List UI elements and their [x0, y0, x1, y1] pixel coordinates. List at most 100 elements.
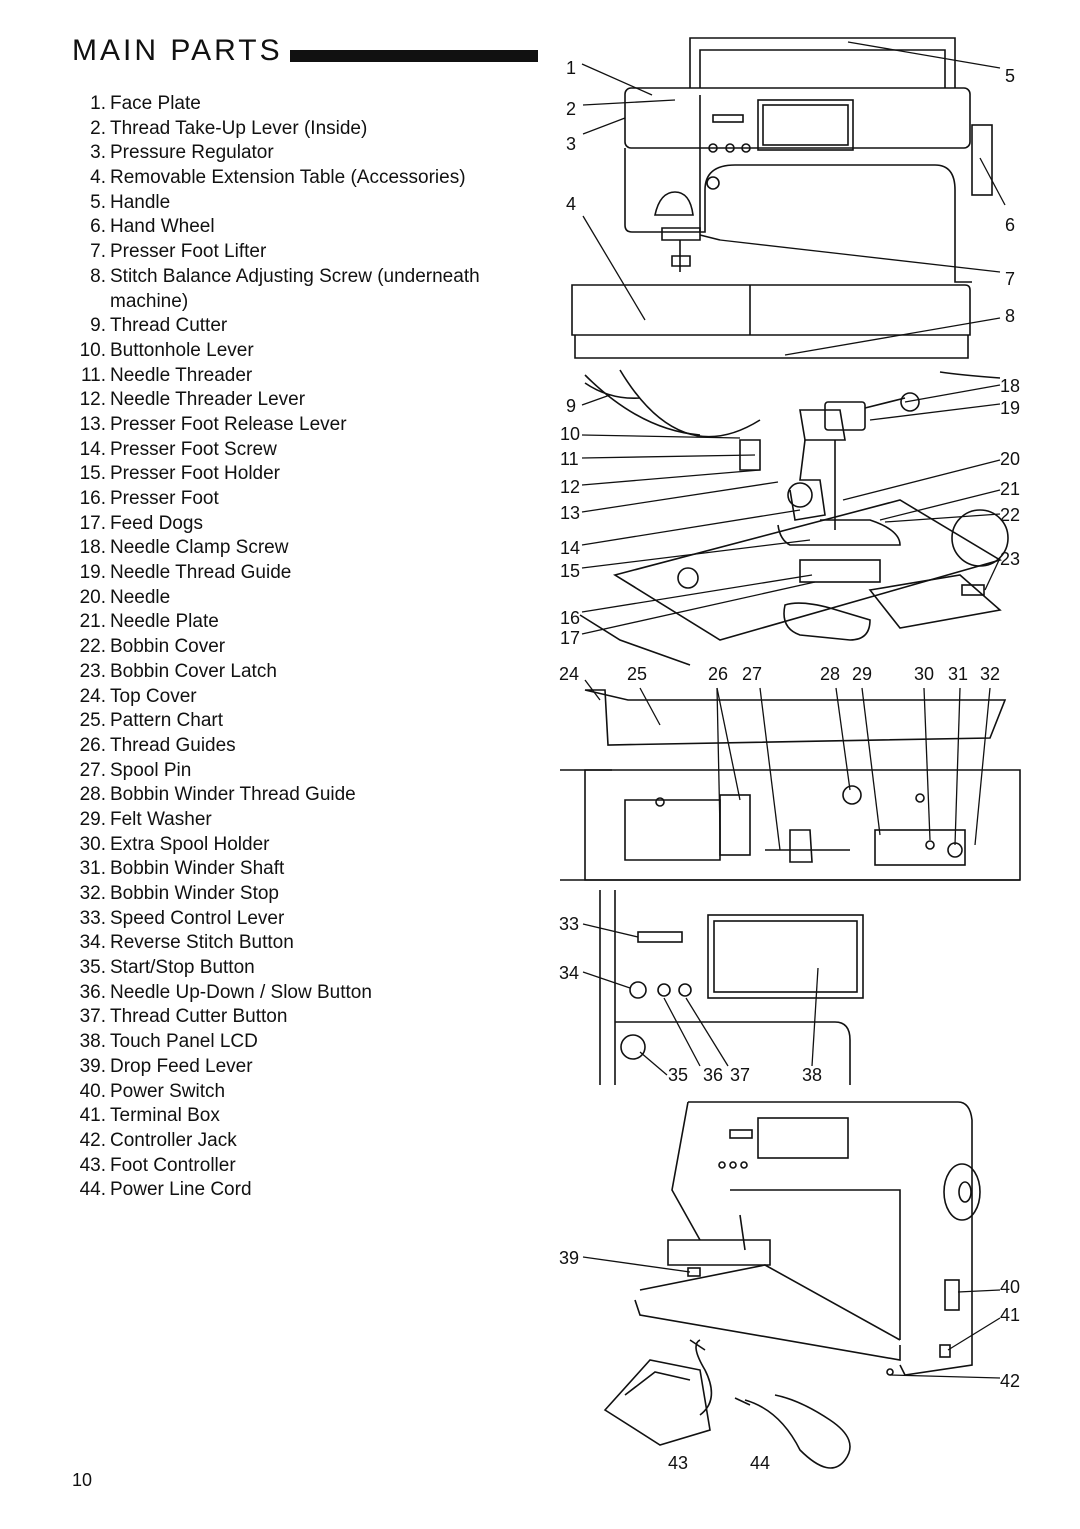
- part-label: Bobbin Cover Latch: [110, 660, 277, 682]
- part-label: Power Switch: [110, 1080, 226, 1102]
- part-label: Hand Wheel: [110, 216, 215, 238]
- part-label: Needle Clamp Screw: [110, 537, 289, 559]
- callout-23: 23: [1000, 549, 1020, 569]
- parts-list-item: 4Removable Extension Table (Accessories): [72, 166, 550, 191]
- callout-6: 6: [1005, 215, 1015, 235]
- parts-list-item: 10Buttonhole Lever: [72, 339, 550, 364]
- callout-18: 18: [1000, 376, 1020, 396]
- part-label: Pattern Chart: [110, 710, 223, 732]
- parts-list-item: 2Thread Take-Up Lever (Inside): [72, 117, 550, 142]
- part-number: 36: [72, 981, 106, 1006]
- machine-front-illustration: [571, 37, 993, 359]
- callout-20: 20: [1000, 449, 1020, 469]
- part-number: 7: [72, 240, 106, 265]
- part-number: 28: [72, 783, 106, 808]
- parts-list-item: 23Bobbin Cover Latch: [72, 660, 550, 685]
- part-number: 17: [72, 512, 106, 537]
- part-label: Bobbin Winder Shaft: [110, 858, 285, 880]
- part-label: Thread Guides: [110, 734, 236, 756]
- parts-list-item: 26Thread Guides: [72, 734, 550, 759]
- part-number: 1: [72, 92, 106, 117]
- parts-list-item: 28Bobbin Winder Thread Guide: [72, 783, 550, 808]
- parts-list-item: 43Foot Controller: [72, 1154, 550, 1179]
- callout-11: 11: [560, 449, 579, 469]
- control-panel-closeup: [599, 890, 864, 1085]
- callout-31: 31: [948, 664, 968, 684]
- callout-16: 16: [560, 608, 580, 628]
- part-number: 3: [72, 141, 106, 166]
- part-label: Top Cover: [110, 685, 197, 707]
- callout-labels: 1 2 3 4 5 6 7 8 9 10 11 12 13 14 15 16 1…: [559, 58, 1020, 1473]
- parts-list-item: 6Hand Wheel: [72, 215, 550, 240]
- parts-list-item: 15Presser Foot Holder: [72, 462, 550, 487]
- callout-22: 22: [1000, 505, 1020, 525]
- callout-24: 24: [559, 664, 579, 684]
- part-label: Removable Extension Table (Accessories): [110, 167, 466, 189]
- callout-40: 40: [1000, 1277, 1020, 1297]
- callout-43: 43: [668, 1453, 688, 1473]
- callout-29: 29: [852, 664, 872, 684]
- part-label: Presser Foot Screw: [110, 438, 277, 460]
- callout-5: 5: [1005, 66, 1015, 86]
- callout-27: 27: [742, 664, 762, 684]
- parts-list-item: 17Feed Dogs: [72, 512, 550, 537]
- part-label: Extra Spool Holder: [110, 833, 270, 855]
- part-label: Stitch Balance Adjusting Screw (undernea…: [110, 265, 480, 312]
- part-label: Needle Threader: [110, 364, 253, 386]
- parts-list-item: 20Needle: [72, 586, 550, 611]
- parts-list-item: 40Power Switch: [72, 1080, 550, 1105]
- part-label: Presser Foot Lifter: [110, 241, 267, 263]
- callout-33: 33: [559, 914, 579, 934]
- callout-41: 41: [1000, 1305, 1020, 1325]
- part-label: Bobbin Winder Thread Guide: [110, 784, 356, 806]
- parts-list-item: 36Needle Up-Down / Slow Button: [72, 981, 550, 1006]
- parts-list-item: 35Start/Stop Button: [72, 956, 550, 981]
- part-number: 14: [72, 438, 106, 463]
- callout-3: 3: [566, 134, 576, 154]
- part-number: 33: [72, 907, 106, 932]
- callout-26: 26: [708, 664, 728, 684]
- callout-36: 36: [703, 1065, 723, 1085]
- title-rule: [290, 50, 538, 62]
- part-label: Touch Panel LCD: [110, 1031, 258, 1053]
- part-number: 30: [72, 833, 106, 858]
- callout-4: 4: [566, 194, 576, 214]
- part-number: 24: [72, 685, 106, 710]
- page-number: 10: [72, 1470, 93, 1490]
- parts-list-item: 22Bobbin Cover: [72, 635, 550, 660]
- part-label: Terminal Box: [110, 1105, 220, 1127]
- callout-37: 37: [730, 1065, 750, 1085]
- callout-44: 44: [750, 1453, 770, 1473]
- parts-list-item: 1Face Plate: [72, 92, 550, 117]
- callout-10: 10: [560, 424, 580, 444]
- callout-30: 30: [914, 664, 934, 684]
- part-label: Felt Washer: [110, 808, 212, 830]
- callout-7: 7: [1005, 269, 1015, 289]
- parts-list-item: 19Needle Thread Guide: [72, 561, 550, 586]
- callout-8: 8: [1005, 306, 1015, 326]
- part-number: 25: [72, 709, 106, 734]
- part-label: Needle: [110, 586, 171, 608]
- part-label: Bobbin Winder Stop: [110, 883, 279, 905]
- parts-list-item: 3Pressure Regulator: [72, 141, 550, 166]
- part-number: 11: [72, 364, 106, 389]
- part-label: Needle Thread Guide: [110, 562, 292, 584]
- part-number: 9: [72, 314, 106, 339]
- part-label: Feed Dogs: [110, 512, 203, 534]
- callout-39: 39: [559, 1248, 579, 1268]
- parts-list-item: 8Stitch Balance Adjusting Screw (underne…: [72, 265, 550, 314]
- part-number: 34: [72, 931, 106, 956]
- part-label: Presser Foot Holder: [110, 463, 281, 485]
- parts-list-item: 41Terminal Box: [72, 1104, 550, 1129]
- part-number: 31: [72, 857, 106, 882]
- part-number: 23: [72, 660, 106, 685]
- parts-list-item: 38Touch Panel LCD: [72, 1030, 550, 1055]
- callout-42: 42: [1000, 1371, 1020, 1391]
- parts-list-item: 31Bobbin Winder Shaft: [72, 857, 550, 882]
- part-number: 35: [72, 956, 106, 981]
- part-label: Power Line Cord: [110, 1179, 252, 1201]
- parts-list-item: 5Handle: [72, 191, 550, 216]
- part-label: Spool Pin: [110, 759, 192, 781]
- part-label: Reverse Stitch Button: [110, 932, 294, 954]
- callout-9: 9: [566, 396, 576, 416]
